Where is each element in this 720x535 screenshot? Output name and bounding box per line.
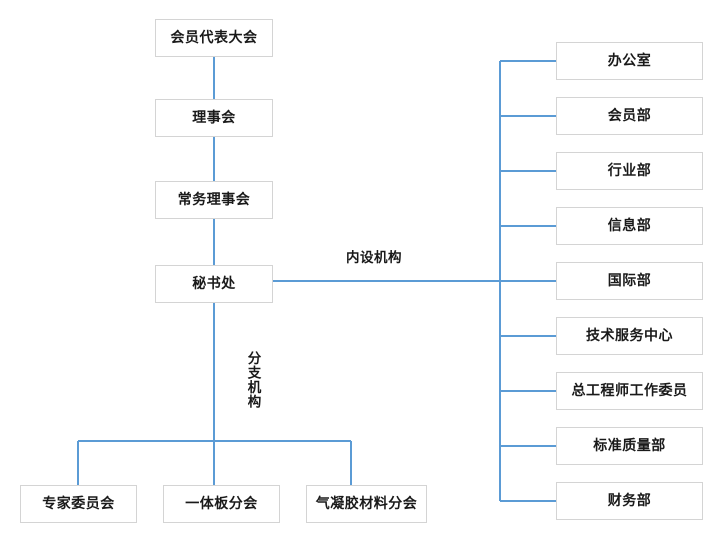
node-information-label: 信息部 (607, 217, 652, 234)
node-aerogel-material-branch-label: 气凝胶材料分会 (315, 495, 418, 512)
node-expert-committee-label: 专家委员会 (42, 495, 115, 512)
node-integrated-board-branch-label: 一体板分会 (185, 495, 258, 512)
node-standard-quality[interactable]: 标准质量部 (556, 427, 703, 465)
node-standard-quality-label: 标准质量部 (593, 437, 666, 454)
node-aerogel-material-branch[interactable]: 气凝胶材料分会 (306, 485, 427, 523)
node-finance[interactable]: 财务部 (556, 482, 703, 520)
node-assembly[interactable]: 会员代表大会 (155, 19, 273, 57)
node-industry-label: 行业部 (607, 162, 652, 179)
node-finance-label: 财务部 (607, 492, 652, 509)
node-assembly-label: 会员代表大会 (170, 29, 258, 46)
node-office[interactable]: 办公室 (556, 42, 703, 80)
node-expert-committee[interactable]: 专家委员会 (20, 485, 137, 523)
node-information[interactable]: 信息部 (556, 207, 703, 245)
node-standing-council-label: 常务理事会 (177, 191, 251, 208)
node-office-label: 办公室 (607, 52, 652, 69)
node-secretariat-label: 秘书处 (192, 275, 236, 292)
node-integrated-board-branch[interactable]: 一体板分会 (163, 485, 280, 523)
node-chief-engineer-committee[interactable]: 总工程师工作委员 (556, 372, 703, 410)
node-chief-engineer-committee-label: 总工程师工作委员 (571, 382, 688, 399)
node-industry[interactable]: 行业部 (556, 152, 703, 190)
edge-label-branch-organizations: 分支机构 (244, 351, 262, 409)
node-council[interactable]: 理事会 (155, 99, 273, 137)
node-tech-service-center-label: 技术服务中心 (586, 327, 673, 344)
node-standing-council[interactable]: 常务理事会 (155, 181, 273, 219)
node-membership-label: 会员部 (607, 107, 652, 124)
node-tech-service-center[interactable]: 技术服务中心 (556, 317, 703, 355)
edge-label-internal-departments: 内设机构 (344, 246, 404, 266)
node-international-label: 国际部 (607, 272, 652, 289)
node-council-label: 理事会 (192, 109, 236, 126)
node-international[interactable]: 国际部 (556, 262, 703, 300)
node-membership[interactable]: 会员部 (556, 97, 703, 135)
node-secretariat[interactable]: 秘书处 (155, 265, 273, 303)
